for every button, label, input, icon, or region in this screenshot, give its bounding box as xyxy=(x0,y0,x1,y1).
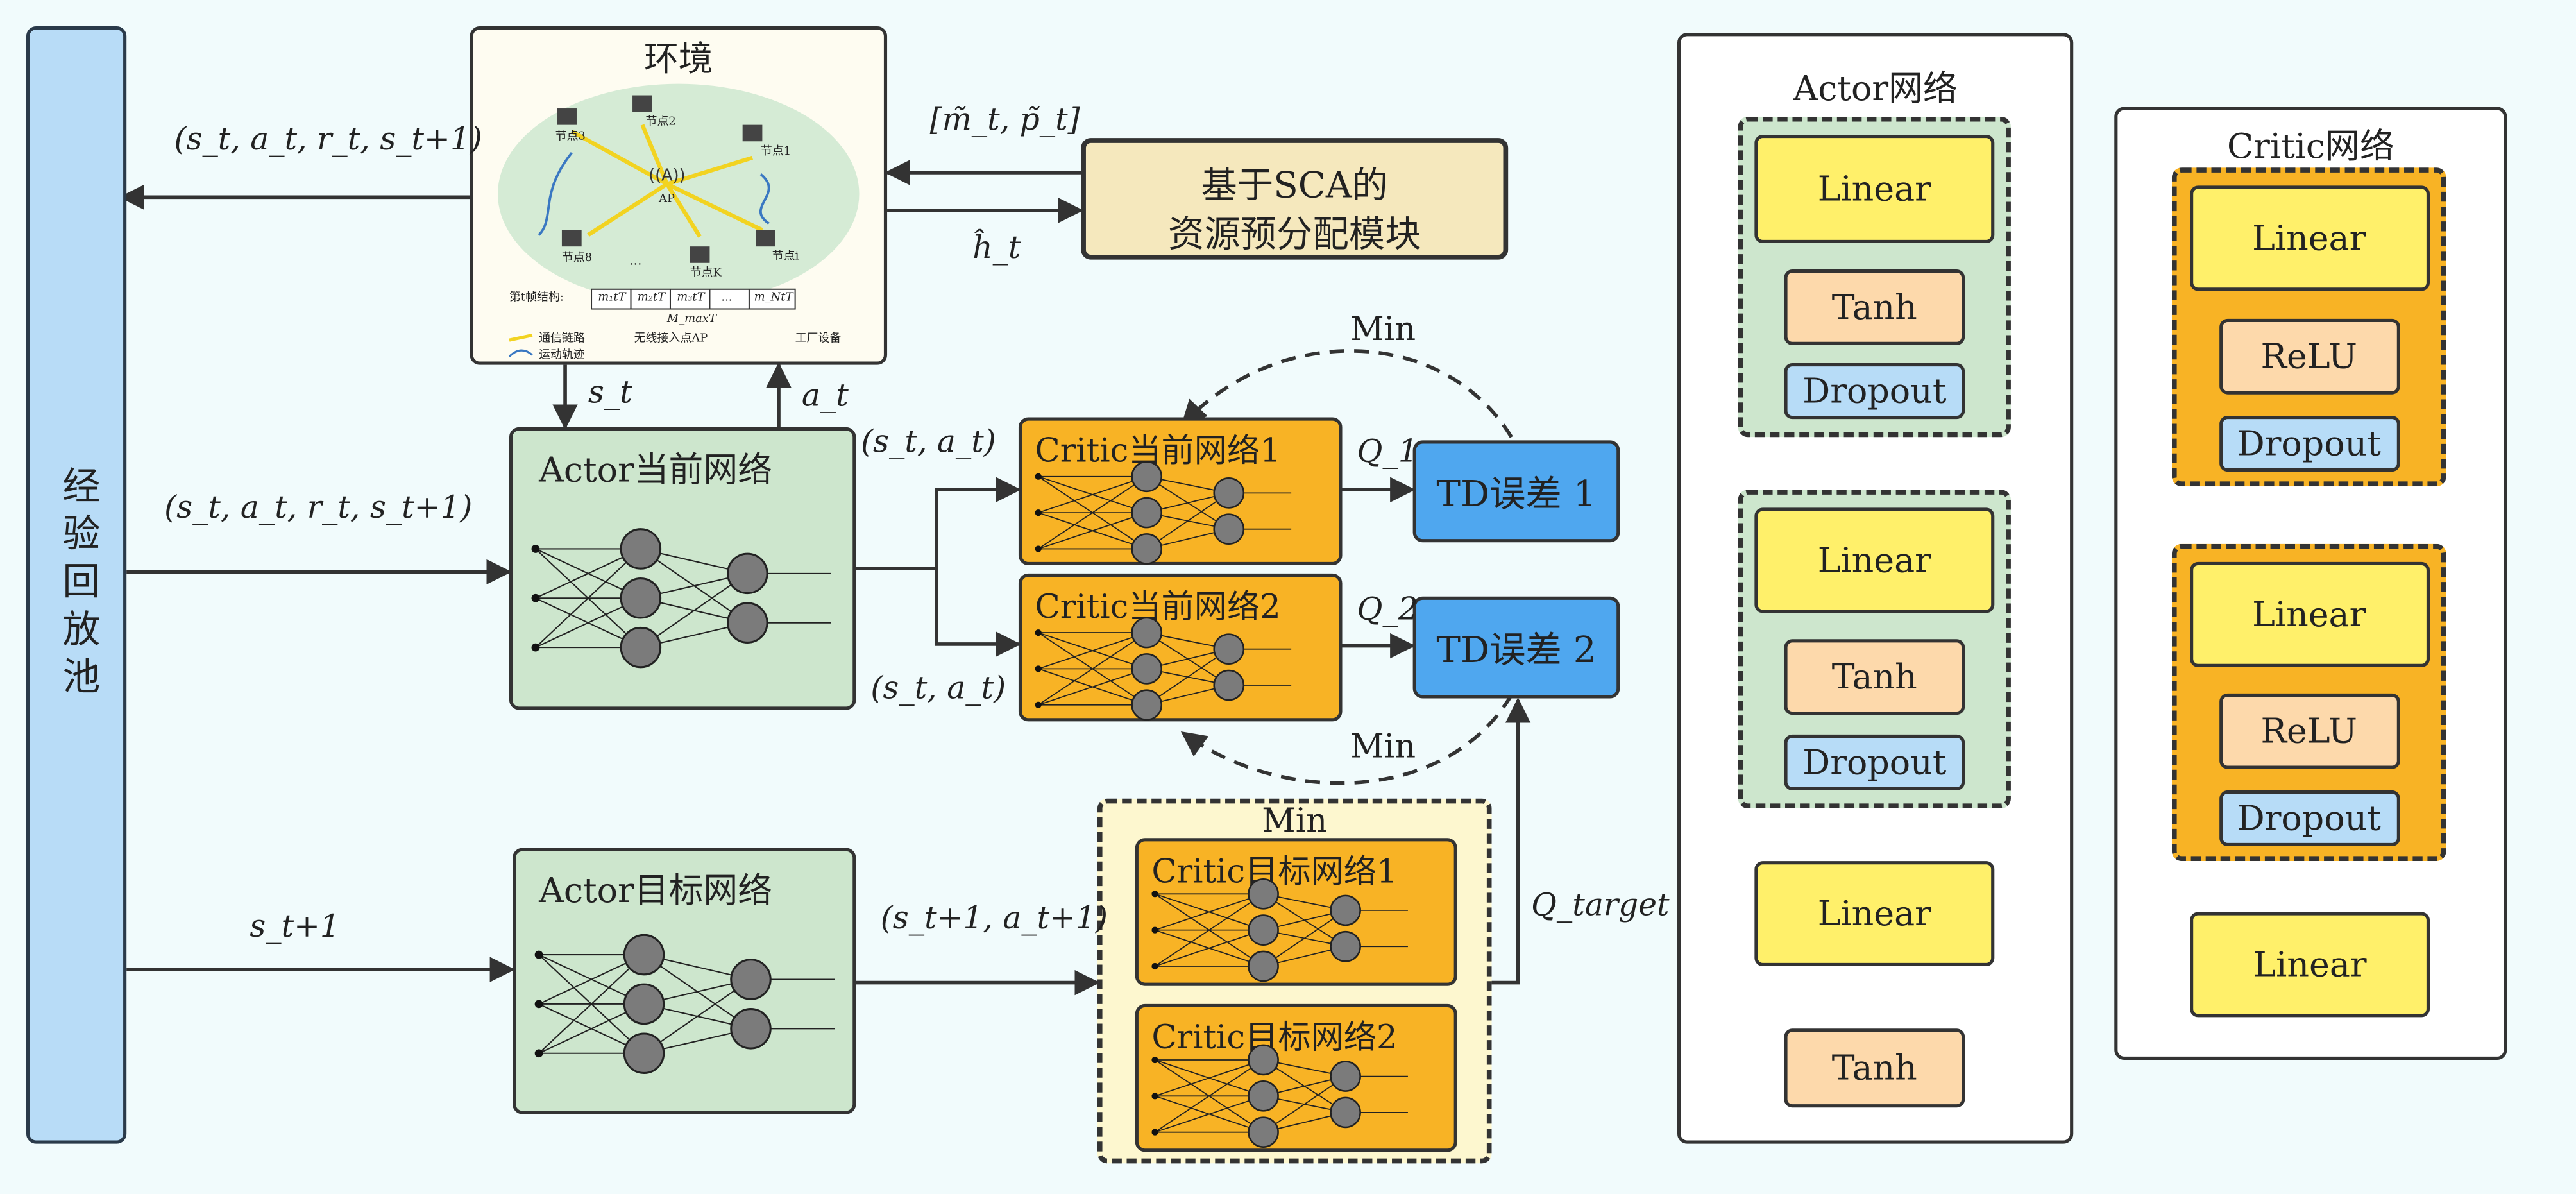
factory-device-icons xyxy=(557,95,775,263)
actor-to-critic1-arrow xyxy=(856,477,1021,570)
frame-slot: m₃tT xyxy=(677,291,705,304)
layer-dropout: Dropout xyxy=(2218,415,2400,472)
critic-current-1-nn-icon xyxy=(1035,461,1292,565)
actor-current-nn-icon xyxy=(531,528,831,669)
critic-target-network-2: Critic目标网络2 xyxy=(1135,1003,1457,1152)
node-label-k: 节点K xyxy=(690,266,722,280)
s-t-label: s_t xyxy=(588,374,632,411)
sca-module: 基于SCA的 资源预分配模块 xyxy=(1081,138,1509,260)
layer-tanh: Tanh xyxy=(1784,639,1965,715)
actor-target-network: Actor目标网络 xyxy=(513,848,856,1114)
td-error-2-label: TD误差 2 xyxy=(1436,631,1597,672)
m-p-label: [m̃_t, p̃_t] xyxy=(929,101,1080,139)
layer-dropout: Dropout xyxy=(1784,734,1965,790)
actor-to-critic2-arrow xyxy=(935,568,1021,657)
actor-block-1: Linear Tanh Dropout xyxy=(1738,116,2011,438)
replay-buffer-label: 经验回放池 xyxy=(55,466,98,704)
actor-tail-linear: Linear xyxy=(1754,861,1995,966)
q2-label: Q_2 xyxy=(1357,592,1418,628)
a-t-label: a_t xyxy=(801,378,849,414)
node-label-3: 节点3 xyxy=(555,130,586,143)
critic-current-network-1: Critic当前网络1 xyxy=(1018,417,1343,566)
critic-block-1: Linear ReLU Dropout xyxy=(2171,167,2446,487)
transition-label-top: (s_t, a_t, r_t, s_t+1) xyxy=(174,121,482,158)
legend-trajectory: 运动轨迹 xyxy=(539,348,585,362)
layer-linear: Linear xyxy=(1754,135,1995,244)
sa-top-label: (s_t, a_t) xyxy=(861,423,996,461)
legend-ap: 无线接入点AP xyxy=(634,332,708,345)
legend-comm-link: 通信链路 xyxy=(539,332,585,345)
critic-current-network-2: Critic当前网络2 xyxy=(1018,573,1343,722)
min-bottom-dashed-arrow xyxy=(1180,694,1513,785)
replay-buffer: 经验回放池 xyxy=(26,26,127,1144)
s-next-label: s_t+1 xyxy=(250,908,340,945)
td-error-2: TD误差 2 xyxy=(1412,596,1620,699)
svg-text:((A)): ((A)) xyxy=(648,166,685,185)
environment-title: 环境 xyxy=(643,39,713,79)
min-top-dashed-arrow xyxy=(1181,349,1513,438)
h-t-label: ĥ_t xyxy=(972,230,1021,266)
critic-current-1-title: Critic当前网络1 xyxy=(1035,431,1281,470)
td-error-1: TD误差 1 xyxy=(1412,440,1620,543)
actor-current-network: Actor当前网络 xyxy=(509,427,856,710)
ap-label: AP xyxy=(659,192,675,206)
legend-factory: 工厂设备 xyxy=(795,332,842,345)
layer-tanh: Tanh xyxy=(1784,269,1965,345)
layer-linear: Linear xyxy=(1754,507,1995,613)
frame-slot: m₁tT xyxy=(598,291,626,304)
sa-next-label: (s_t+1, a_t+1) xyxy=(880,900,1108,937)
critic-target-1-nn-icon xyxy=(1151,878,1408,982)
sca-line1: 基于SCA的 xyxy=(1201,166,1388,207)
actor-target-title: Actor目标网络 xyxy=(539,871,772,910)
layer-dropout: Dropout xyxy=(2218,790,2400,847)
node-label-2: 节点2 xyxy=(645,115,676,128)
critic-target-2-nn-icon xyxy=(1151,1044,1408,1148)
layer-relu: ReLU xyxy=(2218,693,2400,769)
node-label-1: 节点1 xyxy=(760,144,792,158)
environment-illustration: ((A)) xyxy=(498,83,860,357)
q-target-arrow xyxy=(1491,697,1531,985)
layer-linear: Linear xyxy=(2189,561,2429,667)
frame-slot: m_NtT xyxy=(754,291,793,304)
ellipsis-label: ... xyxy=(629,253,642,268)
critic-panel-title: Critic网络 xyxy=(2227,126,2394,166)
layer-linear: Linear xyxy=(2189,185,2429,291)
transition-label-mid: (s_t, a_t, r_t, s_t+1) xyxy=(164,490,473,526)
min-label-bottom: Min xyxy=(1350,726,1416,766)
actor-target-nn-icon xyxy=(534,934,835,1075)
sa-bottom-label: (s_t, a_t) xyxy=(870,670,1006,707)
critic-target-network-1: Critic目标网络1 xyxy=(1135,838,1457,986)
frame-slot: ... xyxy=(721,291,733,304)
critic-current-2-nn-icon xyxy=(1035,617,1292,721)
min-label-top: Min xyxy=(1350,309,1416,348)
node-label-i: 节点i xyxy=(772,250,799,263)
node-label-8: 节点8 xyxy=(561,251,593,265)
actor-current-title: Actor当前网络 xyxy=(539,450,772,490)
environment-box: 环境 ((A)) xyxy=(470,26,888,365)
layer-relu: ReLU xyxy=(2218,318,2400,395)
actor-tail-tanh: Tanh xyxy=(1784,1028,1965,1108)
q-target-label: Q_target xyxy=(1531,887,1670,924)
frame-structure-label: 第t帧结构: xyxy=(509,291,564,304)
frame-total-label: M_maxT xyxy=(666,312,716,326)
q1-label: Q_1 xyxy=(1357,434,1418,470)
critic-block-2: Linear ReLU Dropout xyxy=(2171,543,2446,862)
layer-dropout: Dropout xyxy=(1784,363,1965,420)
actor-panel-title: Actor网络 xyxy=(1793,69,1958,109)
critic-tail-linear: Linear xyxy=(2190,912,2430,1018)
frame-slot: m₂tT xyxy=(637,291,666,304)
td-error-1-label: TD误差 1 xyxy=(1436,475,1597,516)
actor-block-2: Linear Tanh Dropout xyxy=(1738,490,2011,809)
sca-line2: 资源预分配模块 xyxy=(1167,215,1421,257)
critic-target-min-label: Min xyxy=(1262,800,1328,840)
critic-current-2-title: Critic当前网络2 xyxy=(1035,586,1281,626)
